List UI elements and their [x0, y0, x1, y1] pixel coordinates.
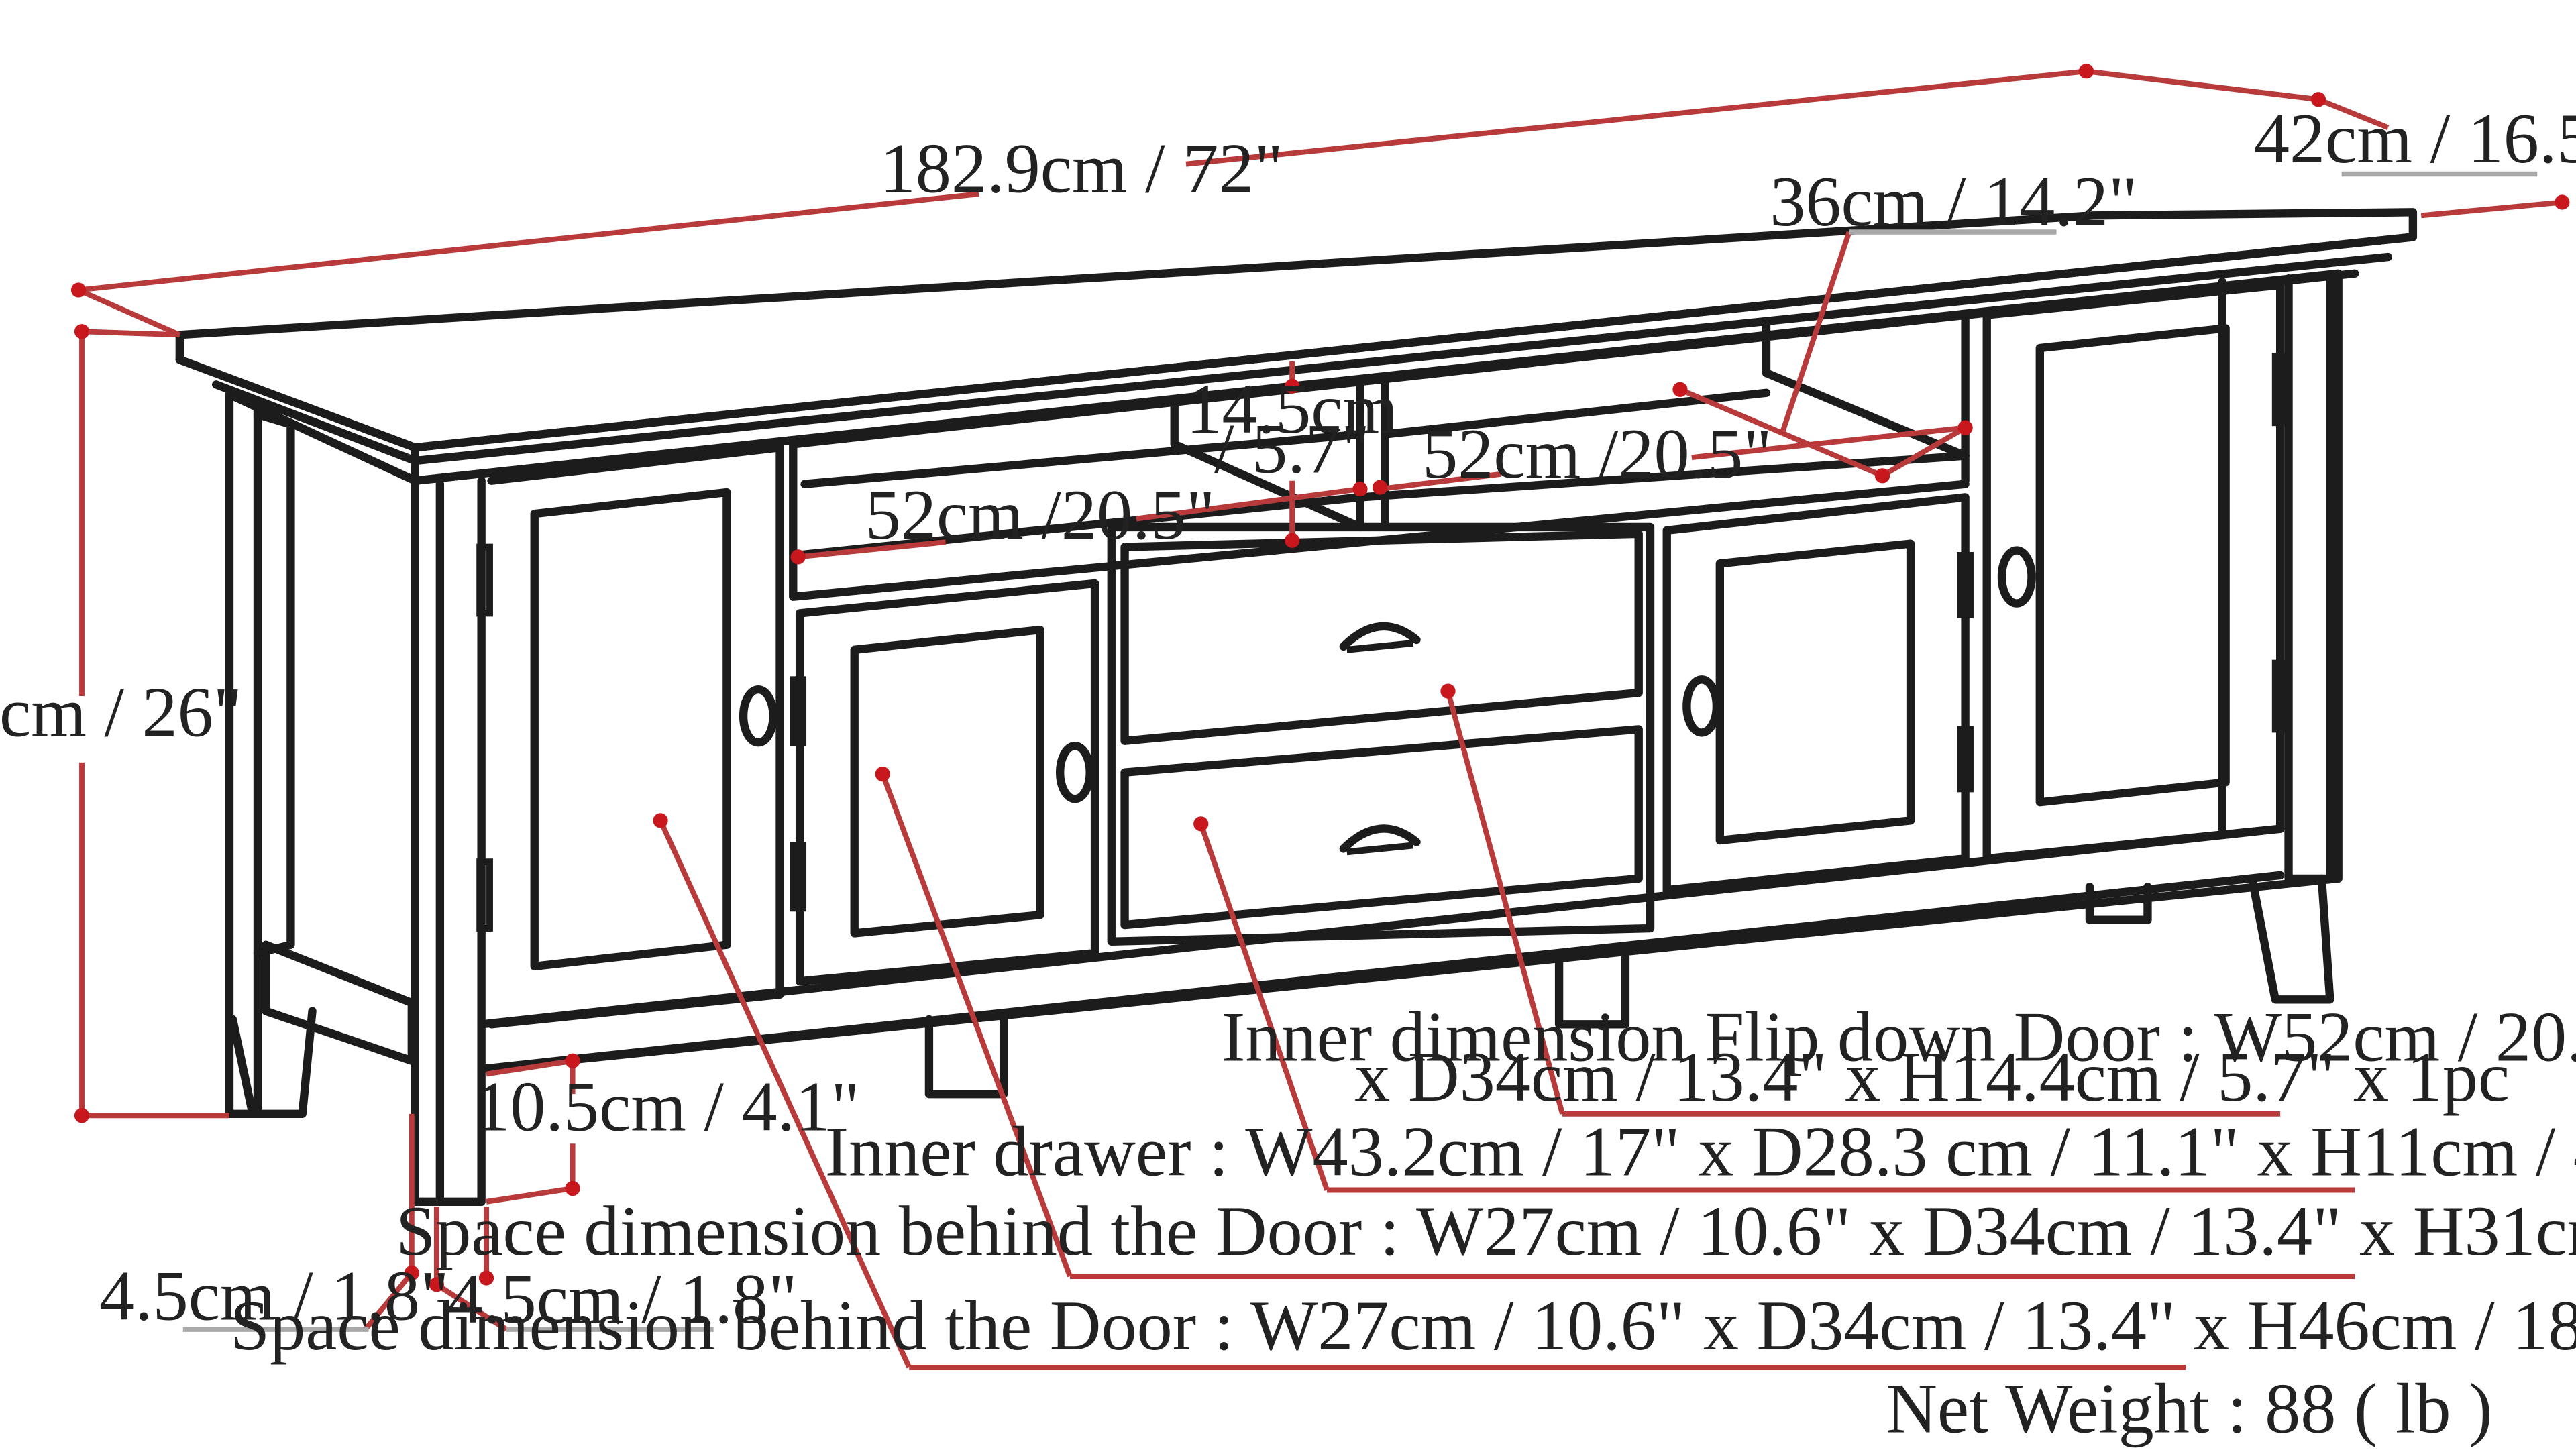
left-inner-door [790, 579, 1099, 986]
dot-inner-door-space [875, 767, 890, 782]
right-inner-door [1662, 493, 1974, 895]
shelf-depth-label: 36cm / 14.2" [1770, 162, 2137, 241]
inner-drawer-note: Inner drawer : W43.2cm / 17" x D28.3 cm … [825, 1111, 2576, 1190]
dimension-lines [77, 68, 2563, 1370]
tv-stand-drawing [175, 208, 2418, 1206]
dot-shelf-height-top [1285, 378, 1300, 394]
left-outer-door [476, 443, 784, 1029]
leg-width-left-label: 4.5cm / 1.8" [99, 1255, 449, 1335]
shelf-height-label: 14.5cm [1186, 369, 1398, 448]
open-shelf [789, 311, 1970, 601]
dot-shelf-width-mid-b [1373, 480, 1388, 495]
dot-shelf-width-left [790, 549, 806, 565]
height-label: 66cm / 26" [0, 672, 242, 751]
dot-outer-door-space [653, 813, 668, 828]
dot-leg-width-a [404, 1265, 419, 1281]
dot-leg-height-bottom [565, 1180, 580, 1196]
dot-leg-width-b [429, 1277, 445, 1292]
dot-inner-drawer [1193, 816, 1209, 832]
dot-leg-width-c [478, 1270, 494, 1286]
dot-width-right [2078, 64, 2094, 79]
dot-leg-height-top [565, 1053, 580, 1068]
dot-shelf-depth-b [1874, 468, 1890, 484]
marker-dots [70, 64, 2570, 1292]
flip-down-door-note-line2: x D34cm / 13.4" x H14.4cm / 5.7" x 1pc [1354, 1037, 2510, 1116]
shelf-height-inch-label: / 5.7" [1214, 408, 1370, 488]
outer-door-space-note: Space dimension behind the Door : W27cm … [230, 1286, 2576, 1365]
dot-flip-down-door [1440, 683, 1456, 699]
shelf-width-left-label: 52cm /20.5" [865, 475, 1216, 554]
leg-width-right-label: 4.5cm / 1.8" [447, 1259, 798, 1338]
dot-shelf-depth-a [1672, 382, 1688, 397]
dot-height-top [74, 324, 90, 339]
dot-height-bottom [74, 1108, 90, 1123]
inner-door-space-note: Space dimension behind the Door : W27cm … [396, 1191, 2576, 1270]
right-outer-door [1982, 280, 2289, 863]
net-weight-label: Net Weight : 88 ( lb ) [1886, 1368, 2492, 1447]
leg-height-label: 10.5cm / 4.1" [474, 1067, 860, 1146]
depth-label: 42cm / 16.5" [2254, 99, 2576, 178]
dot-shelf-height-bottom [1285, 533, 1300, 548]
dot-shelf-width-mid-a [1352, 481, 1368, 497]
drawers [1107, 522, 1655, 946]
dot-width-left [70, 282, 87, 298]
dot-depth-front [2555, 194, 2570, 210]
flip-down-door-note-line1: Inner dimension Flip down Door : W52cm /… [1222, 997, 2576, 1076]
dot-depth-back [2310, 92, 2326, 107]
legs [924, 883, 2152, 1099]
shelf-width-right-label: 52cm /20.5" [1422, 414, 1772, 493]
width-label: 182.9cm / 72" [880, 129, 1283, 208]
dot-shelf-depth-c [1957, 420, 1973, 435]
labels: 182.9cm / 72" 42cm / 16.5" 66cm / 26" 36… [0, 99, 2576, 1447]
